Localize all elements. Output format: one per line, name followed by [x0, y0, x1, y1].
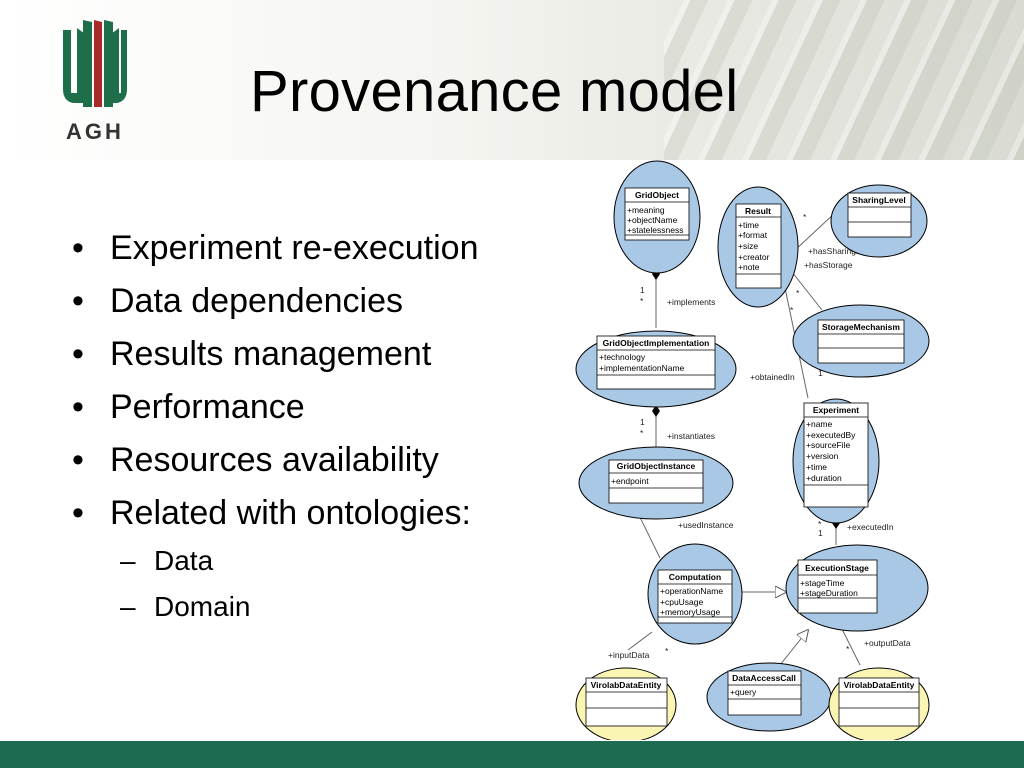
- class-virolab-input: VirolabDataEntity: [575, 667, 677, 740]
- class-name: VirolabDataEntity: [591, 680, 662, 690]
- multiplicity-label: *: [640, 428, 644, 438]
- class-attribute: +stageDuration: [800, 588, 858, 598]
- sub-bullet-item: Domain: [120, 584, 250, 630]
- bullet-item: Data dependencies: [72, 275, 479, 328]
- class-attribute: +executedBy: [806, 430, 856, 440]
- class-name: GridObjectInstance: [617, 461, 696, 471]
- class-attribute: +endpoint: [611, 476, 649, 486]
- multiplicity-label: *: [803, 212, 807, 222]
- bullet-item: Performance: [72, 381, 479, 434]
- class-attribute: +meaning: [627, 205, 665, 215]
- class-grid-object-implementation: GridObjectImplementation +technology +im…: [575, 330, 737, 408]
- class-attribute: +version: [806, 451, 839, 461]
- bullet-item: Experiment re-execution: [72, 222, 479, 275]
- multiplicity-label: *: [818, 519, 822, 529]
- bullet-list: Experiment re-execution Data dependencie…: [72, 222, 479, 540]
- title-header-band: AGH Provenance model: [0, 0, 1024, 160]
- agh-university-logo-icon: AGH: [63, 20, 127, 144]
- bullet-item: Results management: [72, 328, 479, 381]
- class-data-access-call: DataAccessCall +query: [706, 662, 832, 732]
- class-sharing-level: SharingLevel: [830, 184, 928, 258]
- class-name: Computation: [669, 572, 721, 582]
- class-name: Experiment: [813, 405, 859, 415]
- uml-provenance-diagram: +implements 1 * +instantiates 1 * +hasSh…: [575, 160, 930, 740]
- class-attribute: +creator: [738, 252, 770, 262]
- class-attribute: +objectName: [627, 215, 678, 225]
- sub-bullet-item: Data: [120, 538, 250, 584]
- multiplicity-label: *: [640, 296, 644, 306]
- class-attribute: +note: [738, 262, 760, 272]
- multiplicity-label: *: [790, 305, 794, 315]
- header-decoration: [664, 0, 1024, 160]
- class-computation: Computation +operationName +cpuUsage +me…: [647, 543, 743, 645]
- class-attribute: +name: [806, 419, 832, 429]
- logo-text: AGH: [66, 119, 124, 144]
- class-attribute: +statelessness: [627, 225, 683, 235]
- class-attribute: +format: [738, 230, 768, 240]
- class-attribute: +implementationName: [599, 363, 685, 373]
- class-attribute: +time: [806, 462, 827, 472]
- class-attribute: +sourceFile: [806, 440, 850, 450]
- class-attribute: +cpuUsage: [660, 597, 704, 607]
- label-output-data: +outputData: [864, 638, 911, 648]
- multiplicity-label: 1: [818, 368, 823, 378]
- class-name: GridObjectImplementation: [603, 338, 710, 348]
- label-executed-in: +executedIn: [847, 522, 894, 532]
- multiplicity-label: 1: [818, 528, 823, 538]
- class-name: Result: [745, 206, 771, 216]
- class-name: SharingLevel: [852, 195, 905, 205]
- class-experiment: Experiment +name +executedBy +sourceFile…: [792, 398, 880, 524]
- multiplicity-label: *: [846, 644, 850, 654]
- multiplicity-label: 1: [640, 285, 645, 295]
- class-virolab-output: VirolabDataEntity: [828, 667, 930, 740]
- label-instantiates: +instantiates: [667, 431, 715, 441]
- label-input-data: +inputData: [608, 650, 650, 660]
- footer-band: [0, 741, 1024, 768]
- class-attribute: +stageTime: [800, 578, 845, 588]
- label-has-sharing-level: +hasSharingLevel: [808, 246, 876, 256]
- bullet-item: Related with ontologies:: [72, 487, 479, 540]
- association-labels: +implements 1 * +instantiates 1 * +hasSh…: [608, 212, 911, 660]
- class-name: VirolabDataEntity: [844, 680, 915, 690]
- multiplicity-label: *: [796, 288, 800, 298]
- class-name: ExecutionStage: [805, 563, 869, 573]
- label-has-storage: +hasStorage: [804, 260, 853, 270]
- label-used-instance: +usedInstance: [678, 520, 734, 530]
- class-result: Result +time +format +size +creator +not…: [717, 186, 799, 308]
- class-attribute: +memoryUsage: [660, 607, 721, 617]
- class-name: GridObject: [635, 190, 679, 200]
- class-attribute: +duration: [806, 473, 842, 483]
- class-grid-object: GridObject +meaning +objectName +statele…: [613, 160, 701, 274]
- class-execution-stage: ExecutionStage +stageTime +stageDuration: [785, 544, 929, 632]
- multiplicity-label: *: [665, 646, 669, 656]
- class-name: StorageMechanism: [822, 322, 900, 332]
- class-attribute: +technology: [599, 352, 646, 362]
- class-storage-mechanism: StorageMechanism: [792, 304, 930, 378]
- class-attribute: +size: [738, 241, 758, 251]
- label-obtained-in: +obtainedIn: [750, 372, 795, 382]
- class-attribute: +operationName: [660, 586, 723, 596]
- sub-bullet-list: Data Domain: [120, 538, 250, 630]
- bullet-item: Resources availability: [72, 434, 479, 487]
- class-grid-object-instance: GridObjectInstance +endpoint: [578, 446, 734, 520]
- class-name: DataAccessCall: [732, 673, 796, 683]
- label-implements: +implements: [667, 297, 715, 307]
- page-title: Provenance model: [250, 59, 739, 124]
- class-attribute: +query: [730, 687, 757, 697]
- multiplicity-label: 1: [640, 417, 645, 427]
- class-attribute: +time: [738, 220, 759, 230]
